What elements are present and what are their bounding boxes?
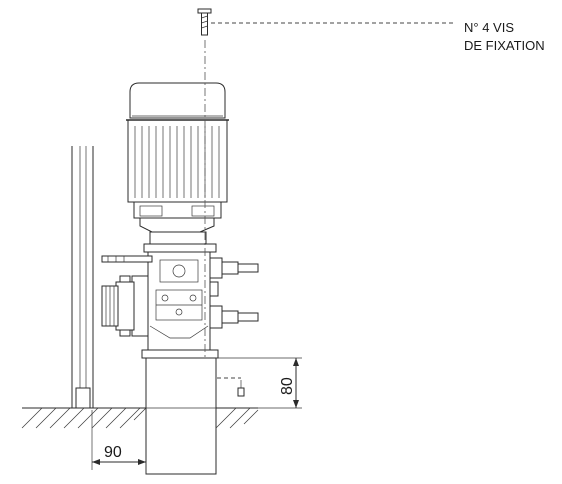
fixing-screw <box>197 8 212 36</box>
wall-post <box>71 146 94 409</box>
ground <box>21 407 259 429</box>
foundation-block <box>145 357 217 475</box>
screw-note-line1: N° 4 VIS <box>464 20 514 35</box>
pump-body <box>101 251 259 359</box>
dimension-height <box>216 357 302 409</box>
motor <box>126 82 229 253</box>
screw-note-line2: DE FIXATION <box>464 38 545 53</box>
anchor-detail <box>217 377 245 397</box>
dimension-height-label: 80 <box>279 377 296 395</box>
dimension-width-label: 90 <box>104 444 122 461</box>
dimension-width <box>91 410 147 474</box>
